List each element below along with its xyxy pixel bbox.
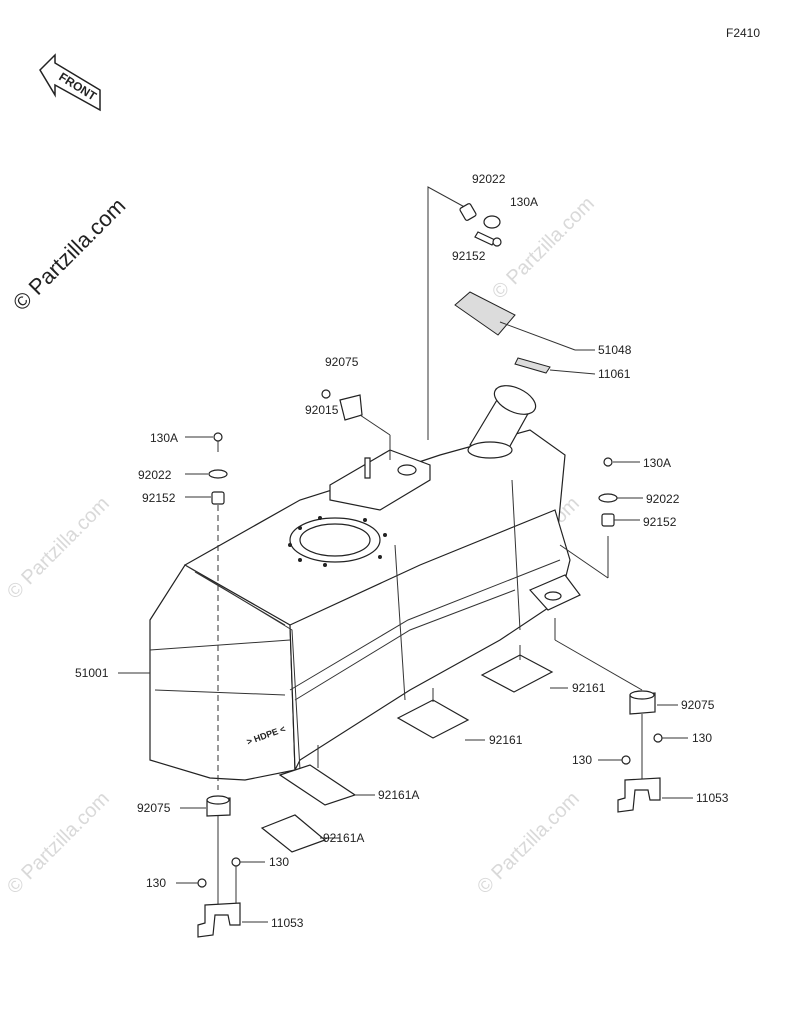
front-arrow-icon: FRONT [39,53,101,112]
collar-92152-right [601,513,615,527]
callout-130A-left: 130A [150,431,178,445]
callout-11061: 11061 [598,367,631,381]
fuel-tank: > HDPE < [149,385,581,781]
callout-130A-right: 130A [643,456,671,470]
bolt-130-left-b [197,878,207,888]
pad-92161-b [396,699,470,739]
callout-92152-right: 92152 [643,515,677,529]
callout-92161-b: 92161 [489,733,523,747]
damper-92075-top [339,394,363,421]
pad-92161-a [480,654,554,693]
watermark-large: © Partzilla.com [8,193,131,316]
callout-92152-left: 92152 [142,491,176,505]
bolt-130-right-b [621,755,631,765]
bolt-130-left-a [231,857,241,867]
bracket-11053-left [197,902,241,938]
watermark-4: © Partzilla.com [3,788,114,899]
nut-92015 [321,389,331,399]
callout-92152-top: 92152 [452,249,486,263]
callout-51001: 51001 [75,666,109,680]
washer-92022-right [598,493,618,503]
callout-92161-a: 92161 [572,681,606,695]
bolt-130-right-a [653,733,663,743]
callout-130-right-a: 130 [692,731,712,745]
callout-92015: 92015 [305,403,339,417]
callout-92075-top: 92075 [325,355,359,369]
callout-130-right-b: 130 [572,753,592,767]
watermark-5: © Partzilla.com [473,788,584,899]
callout-92075-left: 92075 [137,801,171,815]
washer-92022-top [483,215,501,229]
pad-92161A-a [278,764,357,806]
collar-92152-left [211,491,225,505]
pad-92161A-b [260,814,327,853]
bolt-130A-right [603,457,613,467]
callout-130-left-b: 130 [146,876,166,890]
callout-92075-right: 92075 [681,698,715,712]
watermark-1: © Partzilla.com [488,193,599,304]
callout-11053-left: 11053 [271,916,304,930]
callout-51048: 51048 [598,343,632,357]
callout-92022-left: 92022 [138,468,172,482]
callout-92161A-b: 92161A [323,831,364,845]
callout-11053-right: 11053 [696,791,729,805]
part-51048 [454,291,516,336]
figure-code: F2410 [726,26,760,40]
callout-92161A-a: 92161A [378,788,419,802]
leader-top-bracket [427,186,471,440]
bolt-130A-left [213,432,223,442]
callout-92022-top: 92022 [472,172,506,186]
callout-92022-right: 92022 [646,492,680,506]
bolt-130A-top [474,231,496,246]
part-11061 [514,357,551,374]
watermark-2: © Partzilla.com [3,493,114,604]
collar-92152-top [459,203,477,221]
bracket-11053-right [617,777,661,813]
washer-92022-left [208,469,228,479]
callout-130A-top: 130A [510,195,538,209]
callout-130-left-a: 130 [269,855,289,869]
